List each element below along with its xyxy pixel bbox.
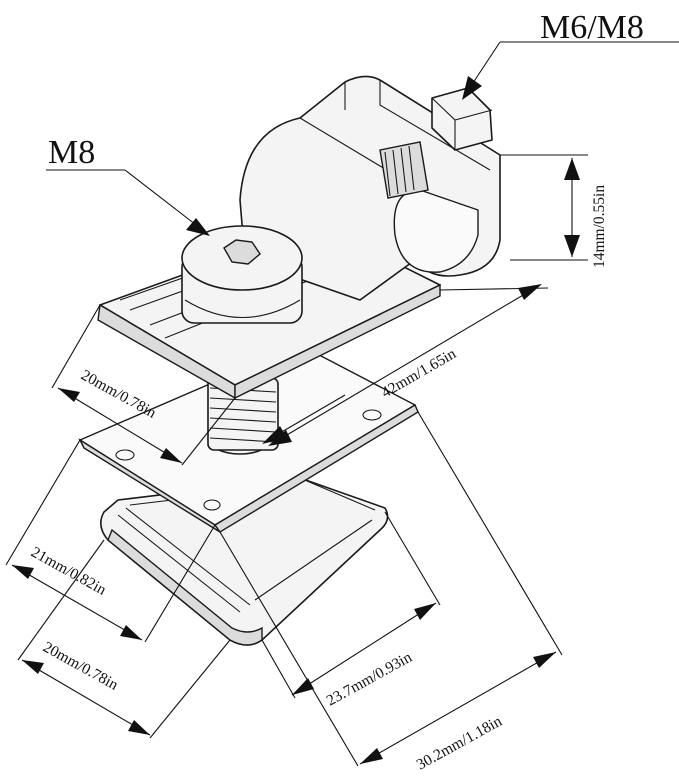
cap-screw [181,225,303,324]
clamp-body [97,75,501,400]
plate-length-label: 30.2mm/1.18in [414,713,505,774]
label-thread: M6/M8 [462,9,679,100]
bolt-size-label: M8 [48,134,95,171]
label-bolt: M8 [46,134,210,236]
width-mid-label: 21mm/0.82in [28,544,109,599]
height-label: 14mm/0.55in [591,185,608,268]
thread-size-label: M6/M8 [540,9,644,46]
width-bottom-label: 20mm/0.78in [40,639,121,694]
width-top-label: 20mm/0.78in [78,367,159,422]
nut-length-label: 23.7mm/0.93in [324,649,415,710]
shank-pointer [262,394,346,444]
dim-height: 14mm/0.55in [500,154,608,268]
